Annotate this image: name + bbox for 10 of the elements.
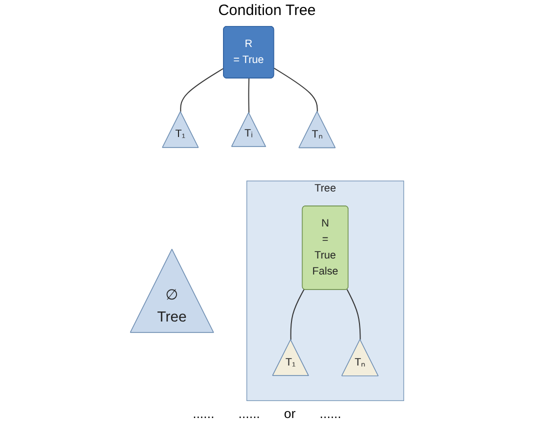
- diagram-title: Condition Tree: [217, 2, 317, 19]
- note-label: or: [284, 406, 296, 421]
- note-label: ......: [238, 406, 260, 421]
- connector: [290, 288, 305, 340]
- note-label: ......: [320, 406, 342, 421]
- connector: [180, 68, 224, 112]
- connector: [346, 288, 361, 340]
- connector: [274, 68, 318, 112]
- connector: [248, 78, 250, 114]
- note-label: ......: [192, 406, 214, 421]
